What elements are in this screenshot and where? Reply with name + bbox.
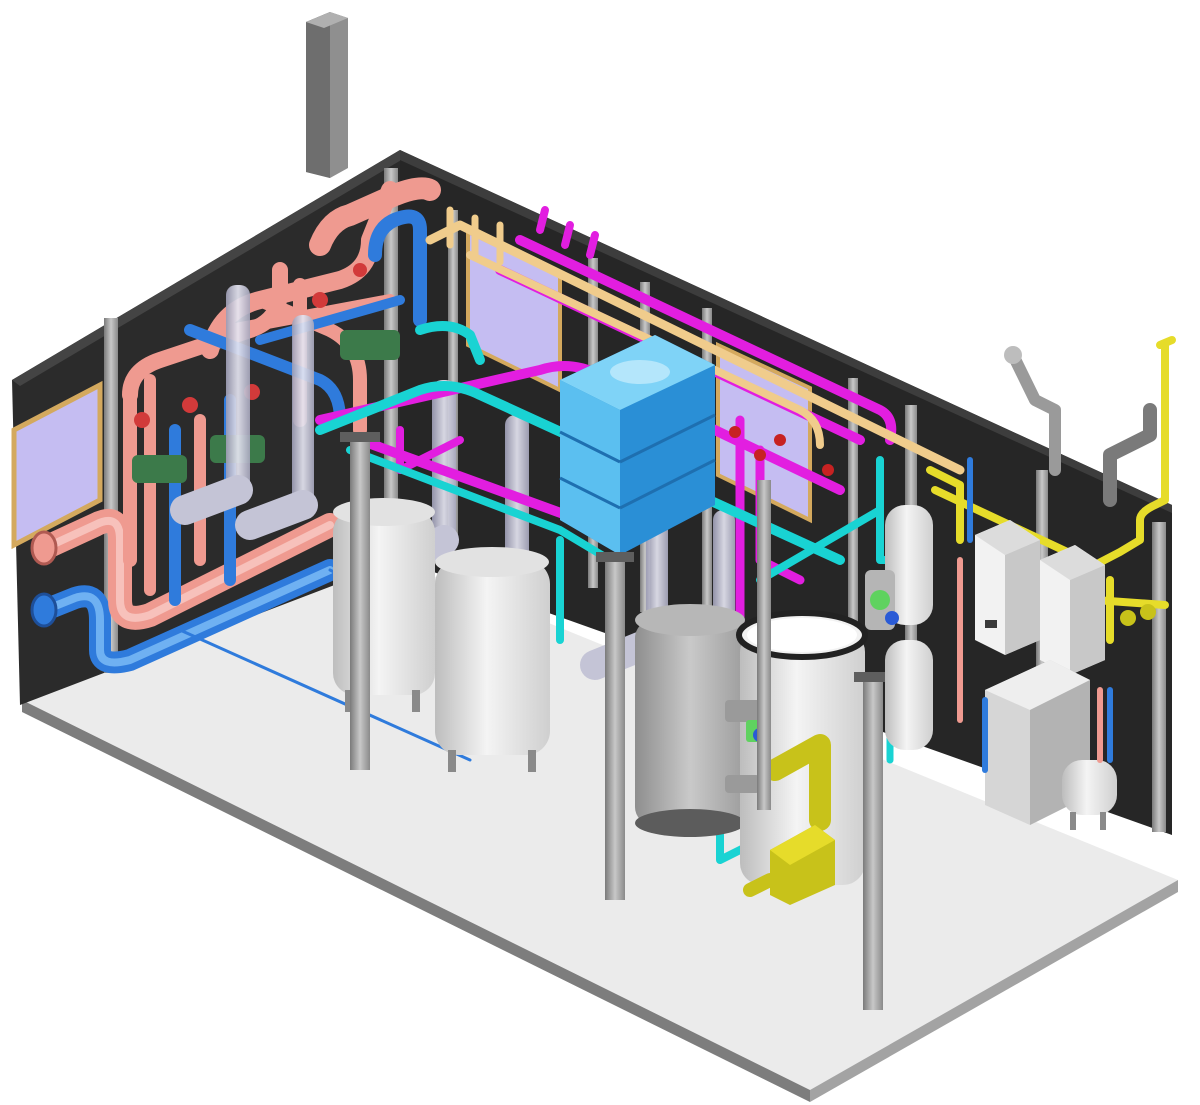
water-heater-2 xyxy=(435,547,550,772)
gas-burner xyxy=(743,734,835,905)
manifold-valves xyxy=(132,263,400,483)
left-wall-window xyxy=(11,380,103,550)
right-wall-pipework xyxy=(957,457,1113,773)
beige-pipework xyxy=(425,206,965,544)
foreground-columns xyxy=(340,432,892,1010)
valve-markers xyxy=(729,426,834,476)
right-flue xyxy=(1004,346,1157,507)
heating-return-main xyxy=(34,559,472,762)
chimney xyxy=(306,12,348,178)
floor-slab xyxy=(22,548,1178,1102)
return-flange xyxy=(30,592,58,628)
expansion-vessel-2 xyxy=(885,640,933,750)
water-storage-tank xyxy=(559,335,716,555)
pump-valves-right xyxy=(865,570,899,630)
gas-pipework xyxy=(926,336,1176,644)
supply-flange xyxy=(30,530,58,566)
wall-boiler-2 xyxy=(1040,545,1105,675)
expansion-vessel-small xyxy=(1062,760,1117,830)
floor-standing-boiler xyxy=(635,604,745,837)
water-heater-1 xyxy=(333,498,435,712)
wall-boiler-1 xyxy=(975,520,1040,655)
expansion-vessel-1 xyxy=(885,505,933,625)
